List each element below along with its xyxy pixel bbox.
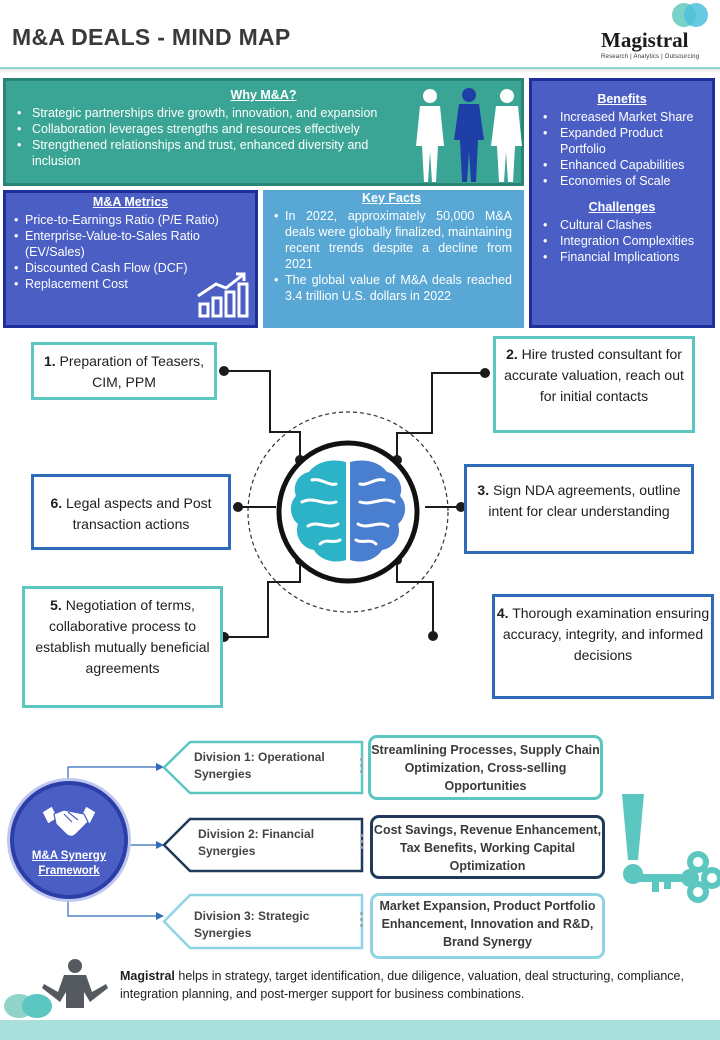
- metrics-item: Discounted Cash Flow (DCF): [11, 260, 250, 276]
- logo-name: Magistral: [601, 28, 689, 52]
- synergy-framework-circle: [10, 781, 128, 899]
- challenges-list: Cultural Clashes Integration Complexitie…: [540, 217, 704, 265]
- challenges-item: Financial Implications: [540, 249, 704, 265]
- division-1-result: Streamlining Processes, Supply Chain Opt…: [368, 735, 603, 800]
- metrics-panel: M&A Metrics Price-to-Earnings Ratio (P/E…: [3, 190, 258, 328]
- logo-tagline: Research | Analytics | Outsourcing: [601, 54, 700, 60]
- key-facts-item: The global value of M&A deals reached 3.…: [271, 272, 512, 304]
- division-3-result: Market Expansion, Product Portfolio Enha…: [370, 893, 605, 959]
- step-text: Legal aspects and Post transaction actio…: [66, 495, 212, 532]
- step-number: 3.: [477, 482, 490, 498]
- benefits-title: Benefits: [597, 92, 647, 106]
- handshake-icon: [41, 805, 97, 837]
- step-5-box: 5. Negotiation of terms, collaborative p…: [22, 586, 223, 708]
- why-ma-panel: Why M&A? Strategic partnerships drive gr…: [3, 78, 524, 186]
- benefits-challenges-panel: Benefits Increased Market Share Expanded…: [529, 78, 715, 328]
- step-text: Sign NDA agreements, outline intent for …: [488, 482, 681, 519]
- growth-chart-icon: [197, 272, 249, 318]
- step-text: Hire trusted consultant for accurate val…: [504, 346, 684, 404]
- step-number: 1.: [43, 353, 56, 369]
- metrics-item: Replacement Cost: [11, 276, 250, 292]
- step-number: 5.: [50, 597, 62, 613]
- step-number: 2.: [506, 346, 518, 362]
- page-title: M&A DEALS - MIND MAP: [12, 24, 291, 50]
- division-1-label: Division 1: Operational Synergies: [194, 750, 325, 781]
- step-number: 6.: [50, 495, 63, 511]
- presenter-icon: [42, 959, 108, 1008]
- header-divider: [0, 67, 720, 69]
- why-ma-item: Strategic partnerships drive growth, inn…: [14, 105, 414, 121]
- header-shadow: [0, 69, 720, 73]
- key-facts-list: In 2022, approximately 50,000 M&A deals …: [271, 208, 512, 304]
- step-4-box: 4. Thorough examination ensuring accurac…: [492, 594, 714, 699]
- step-text: Negotiation of terms, collaborative proc…: [35, 597, 210, 676]
- metrics-title: M&A Metrics: [92, 195, 169, 209]
- division-2-result: Cost Savings, Revenue Enhancement, Tax B…: [370, 815, 605, 879]
- synergy-framework-label: M&A Synergy Framework: [31, 850, 107, 877]
- metrics-list: Price-to-Earnings Ratio (P/E Ratio) Ente…: [11, 212, 250, 292]
- step-number: 4.: [496, 605, 509, 621]
- connector-dots: [360, 758, 364, 776]
- decor-bubbles: [0, 994, 60, 1018]
- benefits-item: Enhanced Capabilities: [540, 157, 704, 173]
- business-people-icon: [416, 88, 522, 182]
- step-text: Preparation of Teasers, CIM, PPM: [59, 353, 205, 390]
- challenges-item: Cultural Clashes: [540, 217, 704, 233]
- step-2-box: 2. Hire trusted consultant for accurate …: [493, 336, 695, 433]
- footer-brand: Magistral: [120, 969, 175, 983]
- connector-dots: [360, 834, 364, 852]
- step-3-box: 3. Sign NDA agreements, outline intent f…: [464, 464, 694, 554]
- challenges-item: Integration Complexities: [540, 233, 704, 249]
- why-ma-item: Strengthened relationships and trust, en…: [14, 137, 414, 169]
- metrics-item: Enterprise-Value-to-Sales Ratio (EV/Sale…: [11, 228, 250, 260]
- benefits-item: Expanded Product Portfolio: [540, 125, 704, 157]
- brain-icon: [276, 440, 420, 584]
- step-text: Thorough examination ensuring accuracy, …: [502, 605, 710, 663]
- step-6-box: 6. Legal aspects and Post transaction ac…: [31, 474, 231, 550]
- division-3-label: Division 3: Strategic Synergies: [194, 909, 310, 940]
- division-2-label: Division 2: Financial Synergies: [198, 827, 315, 858]
- benefits-list: Increased Market Share Expanded Product …: [540, 109, 704, 189]
- synergy-connectors: [67, 740, 364, 950]
- benefits-item: Economies of Scale: [540, 173, 704, 189]
- key-facts-item: In 2022, approximately 50,000 M&A deals …: [271, 208, 512, 272]
- why-ma-item: Collaboration leverages strengths and re…: [14, 121, 414, 137]
- footer-text: helps in strategy, target identification…: [120, 969, 684, 1001]
- key-facts-panel: Key Facts In 2022, approximately 50,000 …: [263, 190, 524, 328]
- benefits-item: Increased Market Share: [540, 109, 704, 125]
- footer-description: Magistral helps in strategy, target iden…: [120, 967, 690, 1003]
- key-exclamation-icon: [622, 794, 720, 903]
- why-ma-title: Why M&A?: [230, 88, 297, 102]
- key-facts-title: Key Facts: [361, 191, 422, 205]
- challenges-title: Challenges: [588, 200, 656, 214]
- connector-dots: [360, 912, 364, 930]
- logo-mark-icon: [670, 3, 710, 29]
- metrics-item: Price-to-Earnings Ratio (P/E Ratio): [11, 212, 250, 228]
- why-ma-list: Strategic partnerships drive growth, inn…: [14, 105, 414, 169]
- footer-bar: [0, 1020, 720, 1040]
- step-1-box: 1. Preparation of Teasers, CIM, PPM: [31, 342, 217, 400]
